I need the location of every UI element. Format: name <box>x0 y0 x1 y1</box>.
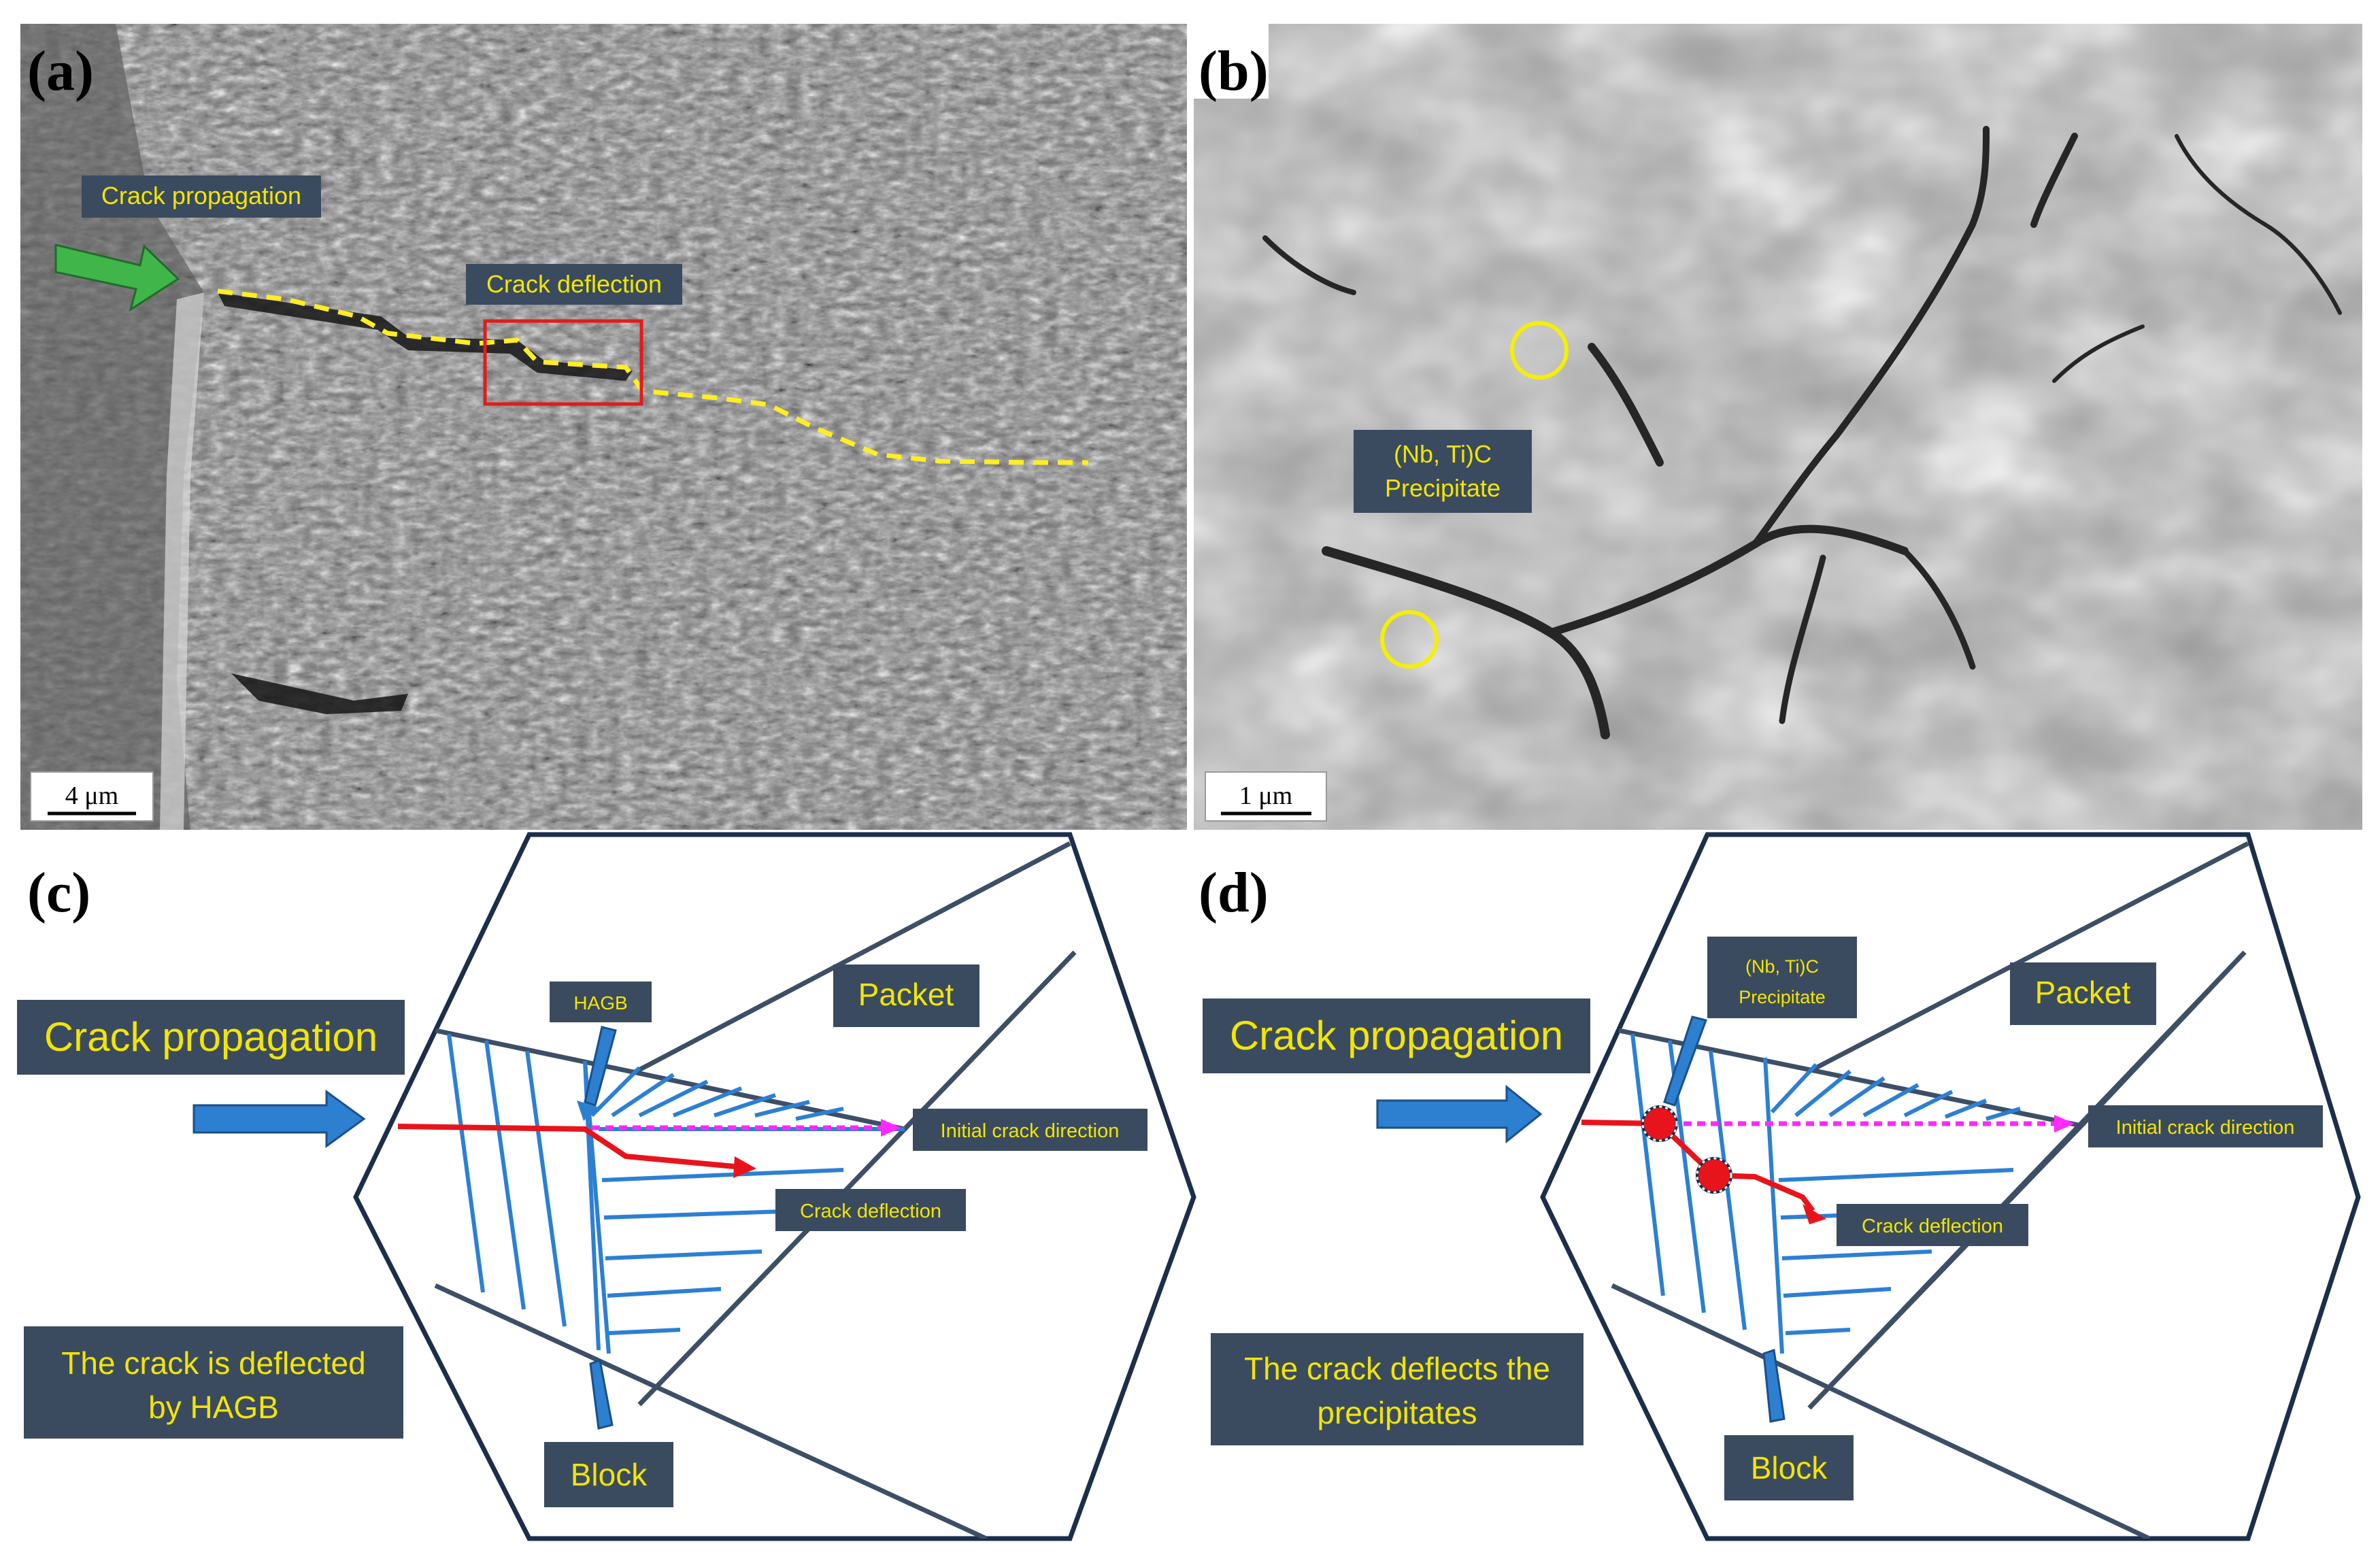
panel-b-label-precipitate-line1: (Nb, Ti)C <box>1394 440 1492 468</box>
panel-d-caption-line1: The crack deflects the <box>1244 1351 1550 1386</box>
panel-a-sem-image <box>20 24 1187 830</box>
panel-c-hagb-pointer-head <box>577 1101 599 1121</box>
panel-c-caption-line2: by HAGB <box>148 1390 279 1425</box>
panel-c-tag: (c) <box>27 861 90 924</box>
panel-c-label-crack-propagation: Crack propagation <box>44 1014 378 1060</box>
panel-d-precipitate-marker-1 <box>1641 1105 1678 1142</box>
panel-c-block-pointer <box>589 1358 614 1430</box>
panel-a: (a) Crack propagation Crack deflection 4… <box>20 24 1187 830</box>
panel-b-scale-bar-label: 1 μm <box>1239 782 1292 810</box>
panel-a-scale-bar-label: 4 μm <box>65 782 118 810</box>
panel-d-precipitate-marker-2 <box>1696 1157 1732 1194</box>
panel-c-initial-direction-arrowhead <box>881 1119 901 1137</box>
panel-c-label-hagb: HAGB <box>573 992 627 1013</box>
panel-d-label-crack-propagation: Crack propagation <box>1230 1013 1563 1058</box>
panel-d-label-precipitate-line1: (Nb, Ti)C <box>1745 956 1819 977</box>
panel-d-crack-arrowhead <box>1803 1204 1826 1224</box>
panel-d-label-precipitate-line2: Precipitate <box>1739 987 1826 1007</box>
panel-d-incoming-arrow <box>1376 1084 1543 1144</box>
panel-c-label-block: Block <box>571 1457 648 1492</box>
panel-b-label-precipitate-line2: Precipitate <box>1385 474 1501 502</box>
panel-d-label-initial-crack-direction: Initial crack direction <box>2116 1117 2295 1139</box>
panel-d-initial-direction-arrowhead <box>2054 1115 2075 1132</box>
panel-c-label-crack-deflection: Crack deflection <box>800 1201 941 1222</box>
panel-d-label-packet: Packet <box>2035 975 2131 1010</box>
panel-a-crack-arrow <box>54 244 180 312</box>
panel-d-block-pointer <box>1762 1349 1786 1423</box>
panel-b-precipitate-circle-2 <box>1380 610 1439 669</box>
panel-b-sem-image <box>1194 24 2362 830</box>
panel-c-grain-hexagon <box>353 832 1196 1541</box>
panel-c-incoming-arrow <box>192 1090 366 1148</box>
panel-a-label-crack-propagation: Crack propagation <box>101 182 301 209</box>
panel-c-label-initial-crack-direction: Initial crack direction <box>941 1120 1120 1142</box>
panel-d-precipitate-pointer <box>1663 1016 1707 1107</box>
panel-a-crack-trace <box>217 288 1088 465</box>
panel-b: (b) (Nb, Ti)C Precipitate 1 μm <box>1194 24 2362 830</box>
panel-b-precipitate-circle-1 <box>1510 321 1569 380</box>
panel-a-deflection-box <box>483 319 643 406</box>
panel-d-label-block: Block <box>1751 1450 1828 1486</box>
panel-d-microstructure <box>1611 841 2249 1539</box>
panel-b-tag: (b) <box>1199 39 1269 103</box>
panel-c-hagb-pointer <box>584 1026 617 1107</box>
panel-c-crack-path <box>397 1124 735 1169</box>
panel-c-microstructure <box>434 841 1077 1539</box>
panel-a-tag: (a) <box>27 39 94 103</box>
panel-d-grain-hexagon <box>1540 832 2361 1541</box>
panel-d: (d) <box>1199 832 2361 1541</box>
panel-c: (c) <box>17 832 1196 1541</box>
panel-a-label-crack-deflection: Crack deflection <box>486 270 662 298</box>
panel-c-crack-arrowhead <box>733 1156 756 1178</box>
panel-c-caption-line1: The crack is deflected <box>61 1345 365 1381</box>
panel-d-tag: (d) <box>1199 861 1269 924</box>
panel-d-label-crack-deflection: Crack deflection <box>1862 1215 2003 1237</box>
panel-c-label-packet: Packet <box>858 977 954 1012</box>
panel-d-caption-line2: precipitates <box>1317 1395 1477 1430</box>
